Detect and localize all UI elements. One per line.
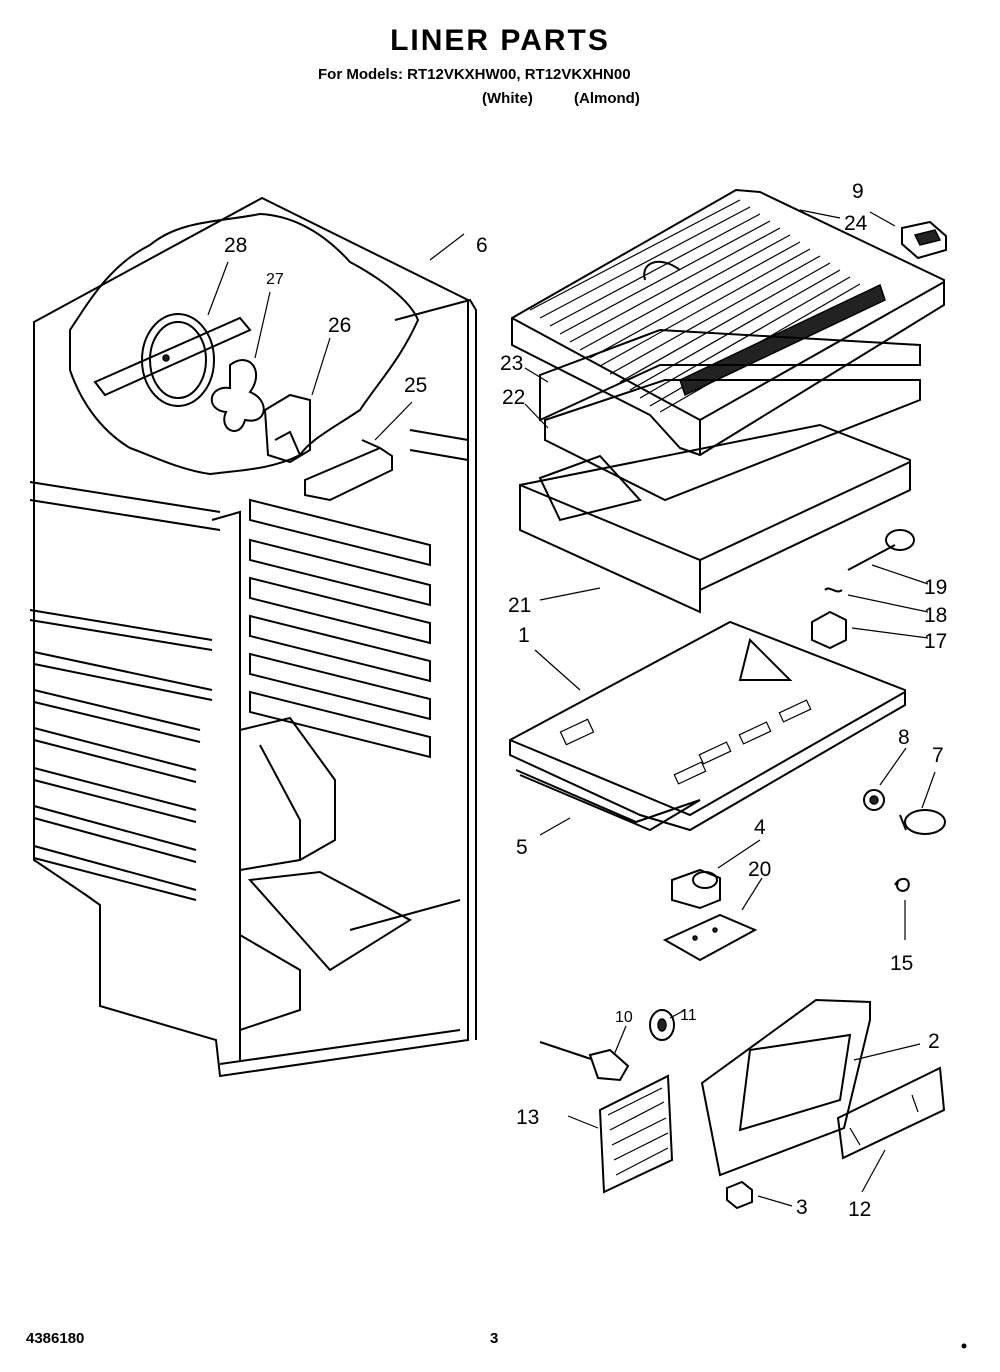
callout-25: 25 [404,374,427,397]
part-22-partition [539,328,921,422]
callout-19: 19 [924,576,947,599]
part-10-switch [539,1041,630,1082]
leader-lines [207,209,936,1207]
part-11-knob [649,1009,675,1041]
part-17-damper-block [811,610,847,650]
part-2-control-housing [700,998,871,1177]
part-21-insulation [544,379,921,502]
callout-17: 17 [924,630,947,653]
part-20-control-board [662,913,758,962]
part-28-fan-grille [93,313,252,407]
callout-24: 24 [844,212,868,235]
color-almond-label: (Almond) [574,90,640,107]
part-19-rod [847,529,915,571]
part-8-lamp-socket [863,789,885,811]
callout-23: 21 [508,594,531,617]
callout-21: 22 [502,386,525,409]
part-5-panel-insulation [515,769,701,832]
color-white-label: (White) [482,90,533,107]
page-title: LINER PARTS [390,24,610,57]
callout-10: 10 [615,1009,633,1026]
part-27-fan-blade [210,359,265,432]
page-dot [961,1343,967,1349]
part-25-channel [304,439,393,502]
callout-7: 7 [932,744,944,767]
callout-3: 3 [796,1196,808,1219]
footer-page-number: 3 [490,1330,499,1347]
part-3-button [726,1180,753,1210]
callout-20: 20 [748,858,771,881]
part-23-divider-tray [519,423,911,614]
callout-6: 6 [476,234,488,257]
part-15-wire-hook [894,877,910,892]
part-12-decal [836,1066,946,1160]
callout-9: 9 [852,180,864,203]
callout-1: 1 [518,624,530,647]
callout-12: 12 [848,1198,871,1221]
callout-labels: 28 27 26 25 6 9 24 23 22 21 1 19 18 17 8… [224,180,947,1221]
part-18-spring [824,587,843,593]
part-1-ceiling-panel [509,620,906,832]
callout-4: 4 [754,816,766,839]
callout-18: 18 [924,604,947,627]
models-line: For Models: RT12VKXHW00, RT12VKXHN00 [318,66,631,83]
callout-26: 26 [328,314,351,337]
footer-part-number: 4386180 [26,1330,85,1347]
callout-5: 5 [516,836,528,859]
callout-28: 28 [224,234,247,257]
liner-cabinet [29,196,477,1078]
part-9-clip [901,220,947,260]
part-7-light-bulb [899,809,946,835]
callout-2: 2 [928,1030,940,1053]
part-26-motor-bracket [263,393,311,464]
callout-15: 15 [890,952,913,975]
callout-8: 8 [898,726,910,749]
part-13-filter-pad [598,1074,674,1194]
callout-22: 23 [500,352,523,375]
callout-11: 11 [680,1007,697,1024]
callout-27: 27 [266,271,284,288]
part-4-thermostat [671,868,721,910]
callout-13: 13 [516,1106,539,1129]
